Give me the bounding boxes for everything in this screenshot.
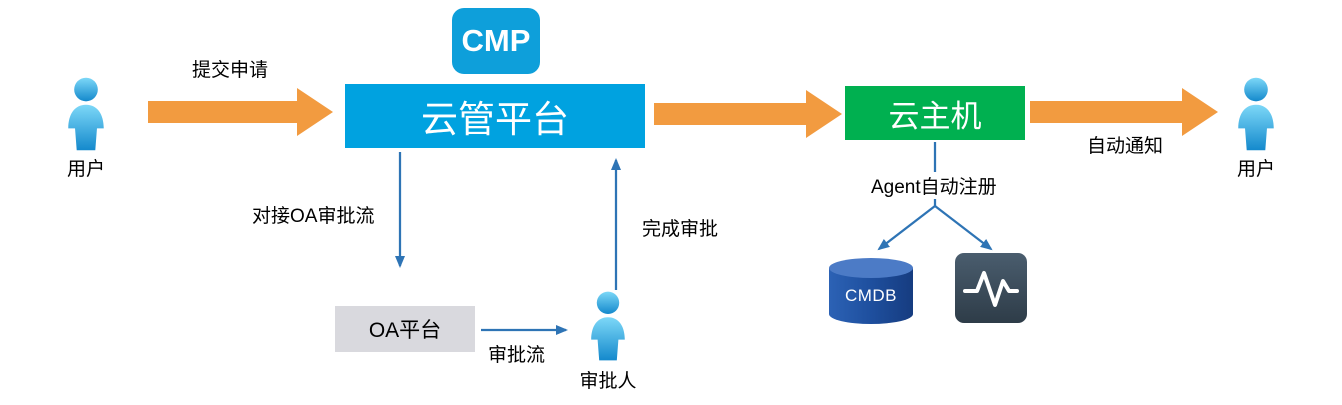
edge-label-approval-flow: 审批流 [488, 345, 546, 366]
connector-agent-to-cmdb [877, 205, 936, 251]
cmp-badge: CMP [452, 8, 540, 74]
edge-label-agent-register: Agent自动注册 [868, 172, 1000, 199]
user-left-label: 用户 [66, 159, 105, 180]
approver-person-icon [584, 290, 632, 362]
monitor-pulse-waveform-icon [955, 253, 1027, 323]
approver-label: 审批人 [579, 371, 637, 392]
edge-label-complete-approval: 完成审批 [642, 219, 719, 240]
cloud-platform-label: 云管平台 [421, 99, 569, 140]
arrow-submit-request [148, 88, 333, 136]
arrow-platform-to-host [654, 90, 842, 138]
node-cloud-platform: 云管平台 [345, 84, 645, 148]
cmp-badge-label: CMP [461, 23, 531, 58]
node-cloud-host: 云主机 [845, 86, 1025, 140]
cmdb-label: CMDB [844, 286, 898, 305]
connector-agent-to-monitor [934, 205, 993, 251]
edge-label-auto-notify: 自动通知 [1086, 136, 1163, 157]
oa-platform-label: OA平台 [368, 319, 442, 342]
user-right-person-icon [1230, 76, 1282, 152]
user-left-person-icon [60, 76, 112, 152]
node-oa-platform: OA平台 [335, 306, 475, 352]
arrow-auto-notify [1030, 88, 1218, 136]
edge-label-oa-connect: 对接OA审批流 [252, 206, 375, 227]
edge-label-submit-request: 提交申请 [191, 60, 268, 81]
cloud-host-label: 云主机 [888, 98, 982, 134]
cmdb-database-cylinder-icon: CMDB [823, 256, 919, 326]
user-right-label: 用户 [1236, 159, 1275, 180]
